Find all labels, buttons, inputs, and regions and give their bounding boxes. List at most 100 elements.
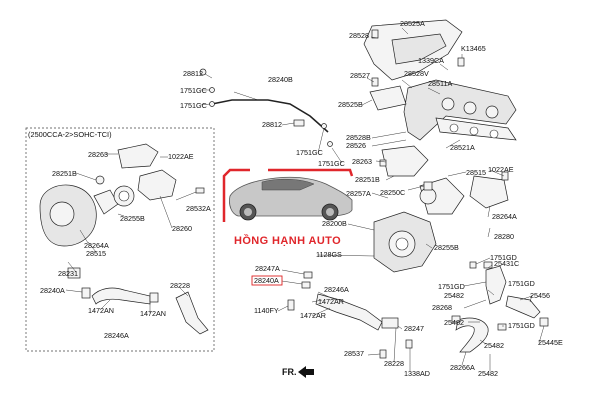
label-28200B: 28200B [322,219,347,228]
label-28228: 28228 [384,359,404,368]
coolant-pipe-b [485,265,507,305]
hose-clamp-2 [497,323,507,331]
heat-shield-rib [391,33,447,65]
label-25445E: 25445E [538,338,563,347]
label-1472AR-b: 1472AR [300,311,326,320]
label-28264A: 28264A [492,212,517,221]
label-K13465: K13465 [461,44,486,53]
label-1751GC-c: 1751GC [296,148,323,157]
inset-label-28532A: 28532A [186,204,211,213]
inset-label-28264A: 28264A [84,241,109,250]
manifold-port-1 [441,97,455,111]
label-1751GC-a: 1751GC [180,86,207,95]
hose-fitting-25445E [539,317,549,327]
oil-return-flange [381,317,399,329]
gasket-hole-2 [469,126,479,136]
inset-label-28228: 28228 [170,281,190,290]
label-25482-b: 25482 [444,318,464,327]
label-26812: 28812 [183,69,203,78]
label-28240B: 28240B [268,75,293,84]
bolt-K13465 [457,57,465,67]
coolant-pipe-c [505,295,541,319]
inset-elbow [137,169,177,201]
direction-label: FR. [282,367,297,377]
washer-a [209,87,215,93]
bolt-1751GD [469,261,477,269]
bolt-1338AD [405,339,413,349]
exhaust-manifold [403,79,517,141]
label-28528B: 28528B [346,133,371,142]
label-26812-b: 28812 [262,120,282,129]
banjo-fitting [293,119,305,127]
label-25482-c: 25482 [484,341,504,350]
label-28515: 28515 [466,168,486,177]
gasket-hole-3 [489,129,499,139]
inset-label-1472AN: 1472AN [88,306,114,315]
inset-bolt [195,187,205,194]
inset-gasket-hole [118,190,130,202]
label-1128GS: 1128GS [316,250,342,259]
inset-label-28231: 28231 [58,269,78,278]
inset-label-28240A: 28240A [40,286,65,295]
turbo-compressor-eye [395,237,409,251]
label-28255B: 28255B [434,243,459,252]
label-1751GD-b: 1751GD [438,282,465,291]
label-28526: 28526 [346,141,366,150]
label-28247A: 28247A [255,264,280,273]
label-28511A: 28511A [428,79,452,88]
inset-bracket [175,291,209,335]
inset-label-1472AN-b: 1472AN [140,309,166,318]
label-28268: 28268 [432,303,452,312]
turbo-heat-shield [381,145,429,177]
inset-label-28260: 28260 [172,224,192,233]
label-25482-a: 25482 [444,291,464,300]
inset-box [25,127,215,352]
label-28525B: 28525B [338,100,363,109]
hose-clamp-1 [483,261,493,269]
label-25482-d: 25482 [478,369,498,378]
fitting-28247A [303,271,313,279]
label-1751GC-b: 1751GC [180,101,207,110]
oil-return-pipe [315,293,383,331]
label-28528V: 28528V [404,69,429,78]
bolt-28263 [379,159,387,167]
watermark-text: HỒNG HẠNH AUTO [234,234,341,247]
heat-shield-small [369,85,407,111]
label-28247: 28247 [404,324,424,333]
label-28257A: 28257A [346,189,371,198]
label-28246A: 28246A [324,285,349,294]
label-28266A: 28266A [450,363,475,372]
inset-heat-shield [117,143,159,169]
bolt-1022AE [501,171,509,181]
washer-b [209,101,215,107]
coolant-hose-a [455,317,489,353]
label-1339CA: 1339CA [418,56,444,65]
inset-label-28515: 28515 [86,249,106,258]
inset-oil-hose [91,287,151,305]
inset-clamp-a [81,287,91,299]
hose-clamp-3 [451,315,461,323]
label-28280: 28280 [494,232,514,241]
label-1472AR-a: 1472AR [318,297,344,306]
label-1140FY: 1140FY [254,306,279,315]
gasket-hole-1 [449,123,459,133]
inset-label-28263: 28263 [88,150,108,159]
washer-c [321,123,327,129]
inset-label-28246A: 28246A [104,331,129,340]
label-28537: 28537 [344,349,364,358]
inset-label-1022AE: 1022AE [168,152,194,161]
bolt-28537 [379,349,387,359]
inset-title: (2500CCA-2>SOHC-TCI) [28,130,112,139]
highlight-28240A [251,275,283,286]
inset-label-28255B: 28255B [120,214,145,223]
label-28528: 28528 [349,31,369,40]
inset-nut [95,175,105,185]
inset-turbo-inlet [49,201,75,227]
label-28521A: 28521A [450,143,475,152]
watermark-logo [222,168,354,222]
label-1751GD-a: 1751GD [490,253,517,262]
outlet-gasket [419,187,437,205]
label-28263: 28263 [352,157,372,166]
bolt-1140FY [287,299,295,311]
